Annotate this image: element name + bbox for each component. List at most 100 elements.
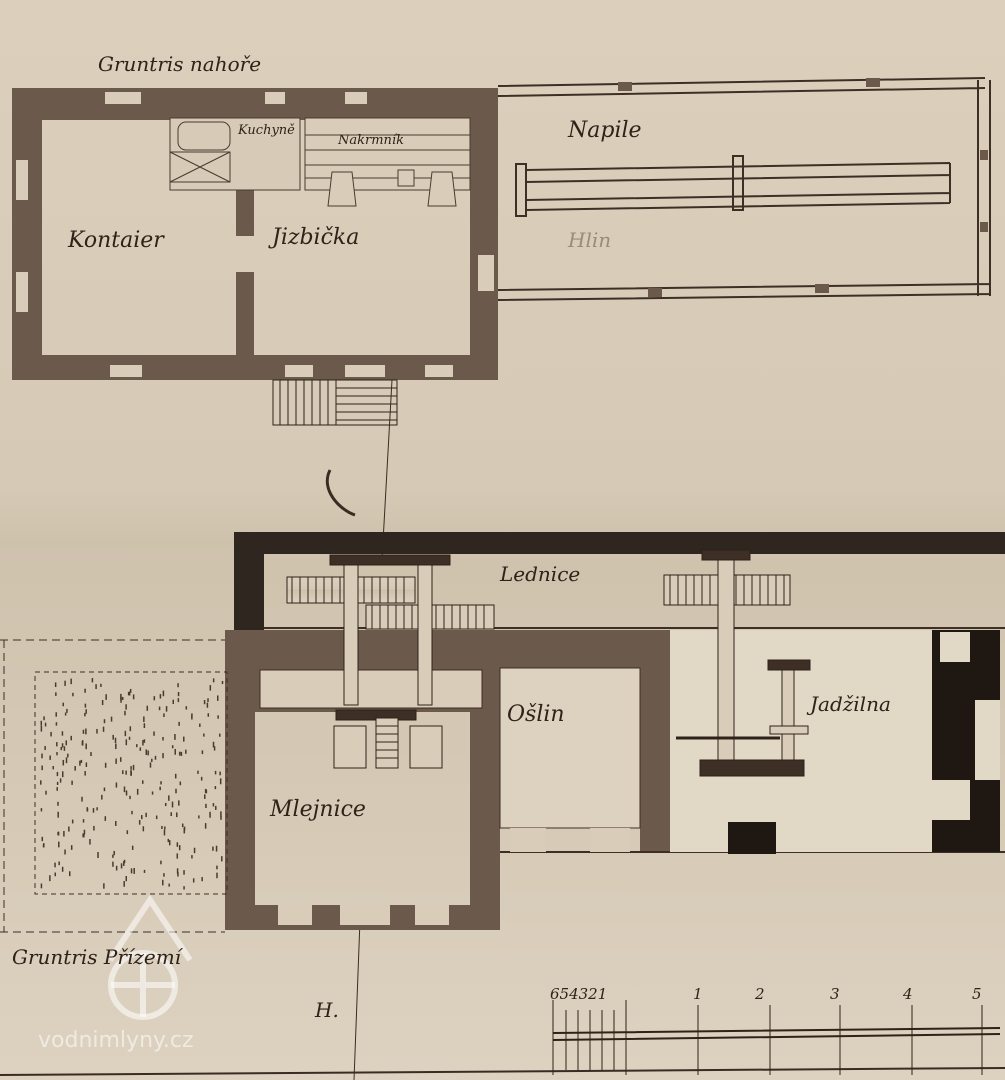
stipple-mark xyxy=(176,868,179,874)
stipple-mark xyxy=(124,730,127,737)
stipple-mark xyxy=(131,810,133,815)
stipple-mark xyxy=(141,780,144,784)
stipple-mark xyxy=(207,713,210,717)
stipple-mark xyxy=(162,753,164,759)
stipple-mark xyxy=(82,819,85,823)
stipple-mark xyxy=(163,873,165,877)
stipple-mark xyxy=(160,860,162,865)
stipple-mark xyxy=(82,833,84,838)
stipple-mark xyxy=(102,726,105,732)
stipple-mark xyxy=(100,683,102,687)
room-label: Napile xyxy=(568,118,642,143)
stipple-mark xyxy=(212,741,215,748)
stipple-mark xyxy=(93,825,95,831)
stipple-mark xyxy=(171,745,174,749)
stipple-mark xyxy=(176,812,178,818)
stipple-mark xyxy=(165,706,168,712)
stipple-mark xyxy=(115,782,118,788)
stipple-mark xyxy=(97,852,99,858)
stipple-mark xyxy=(85,728,87,735)
stipple-mark xyxy=(181,823,184,828)
stipple-mark xyxy=(85,762,88,767)
stipple-mark xyxy=(209,811,211,818)
stipple-mark xyxy=(174,748,176,755)
stipple-mark xyxy=(56,752,58,756)
stipple-mark xyxy=(192,878,195,883)
stipple-mark xyxy=(55,712,57,717)
stipple-mark xyxy=(183,736,185,742)
stipple-mark xyxy=(70,845,73,850)
stipple-mark xyxy=(161,825,163,829)
ground-plan-title: Gruntris Přízemí xyxy=(12,945,182,969)
stipple-mark xyxy=(162,690,165,697)
stipple-mark xyxy=(177,698,180,703)
stipple-mark xyxy=(142,826,145,832)
stipple-mark xyxy=(61,866,64,872)
stipple-mark xyxy=(212,678,215,683)
stipple-mark xyxy=(125,704,127,710)
stipple-mark xyxy=(120,863,123,869)
stipple-mark xyxy=(221,856,223,862)
stipple-mark xyxy=(174,734,176,740)
stipple-mark xyxy=(63,830,65,837)
stipple-mark xyxy=(140,814,143,820)
stipple-mark xyxy=(62,702,65,707)
stipple-mark xyxy=(84,688,86,693)
stipple-mark xyxy=(163,829,166,836)
stipple-mark xyxy=(153,731,155,736)
stipple-mark xyxy=(122,770,124,775)
stipple-mark xyxy=(146,705,149,711)
stipple-mark xyxy=(136,788,139,795)
stipple-mark xyxy=(142,740,144,746)
stipple-mark xyxy=(172,699,175,705)
stipple-mark xyxy=(43,716,45,721)
room-label: Jadžilna xyxy=(810,692,891,716)
stipple-mark xyxy=(154,755,157,760)
stipple-mark xyxy=(214,786,217,790)
stipple-mark xyxy=(220,816,222,820)
faint-note: Hlin xyxy=(568,228,612,252)
stipple-mark xyxy=(207,698,209,702)
stipple-mark xyxy=(79,760,81,766)
stipple-mark xyxy=(54,862,56,868)
stipple-mark xyxy=(177,872,179,877)
stipple-mark xyxy=(183,886,185,890)
stipple-mark xyxy=(162,736,164,741)
stipple-mark xyxy=(56,742,58,747)
entrance-steps xyxy=(272,379,398,426)
stipple-mark xyxy=(200,776,203,781)
stipple-mark xyxy=(60,746,63,751)
stipple-mark xyxy=(179,781,182,786)
stipple-mark xyxy=(91,678,94,683)
stipple-mark xyxy=(133,868,135,874)
stipple-mark xyxy=(164,826,166,830)
stipple-mark xyxy=(128,736,131,740)
stipple-mark xyxy=(132,764,135,771)
stipple-mark xyxy=(59,778,62,783)
stipple-mark xyxy=(96,728,98,734)
stipple-mark xyxy=(168,840,171,846)
stipple-mark xyxy=(56,781,59,785)
stipple-mark xyxy=(191,713,193,717)
stipple-mark xyxy=(41,753,43,759)
watermark-logo xyxy=(107,894,193,1020)
stipple-mark xyxy=(56,787,58,791)
stipple-mark xyxy=(67,753,69,758)
room-label: Kontaier xyxy=(68,228,164,253)
stipple-mark xyxy=(143,716,145,722)
stipple-mark xyxy=(110,716,113,722)
stipple-mark xyxy=(120,693,122,700)
stipple-mark xyxy=(42,844,45,848)
yard-area xyxy=(0,639,228,933)
stipple-mark xyxy=(201,750,204,755)
stipple-mark xyxy=(63,746,66,751)
stipple-mark xyxy=(164,802,167,807)
scale-tick: 3 xyxy=(830,985,840,1003)
watermark-text: vodnimlyny.cz xyxy=(38,1028,194,1053)
stipple-mark xyxy=(41,765,43,771)
stipple-mark xyxy=(204,823,207,829)
stipple-mark xyxy=(123,861,125,866)
stipple-mark xyxy=(85,709,87,714)
stipple-mark xyxy=(123,881,125,887)
